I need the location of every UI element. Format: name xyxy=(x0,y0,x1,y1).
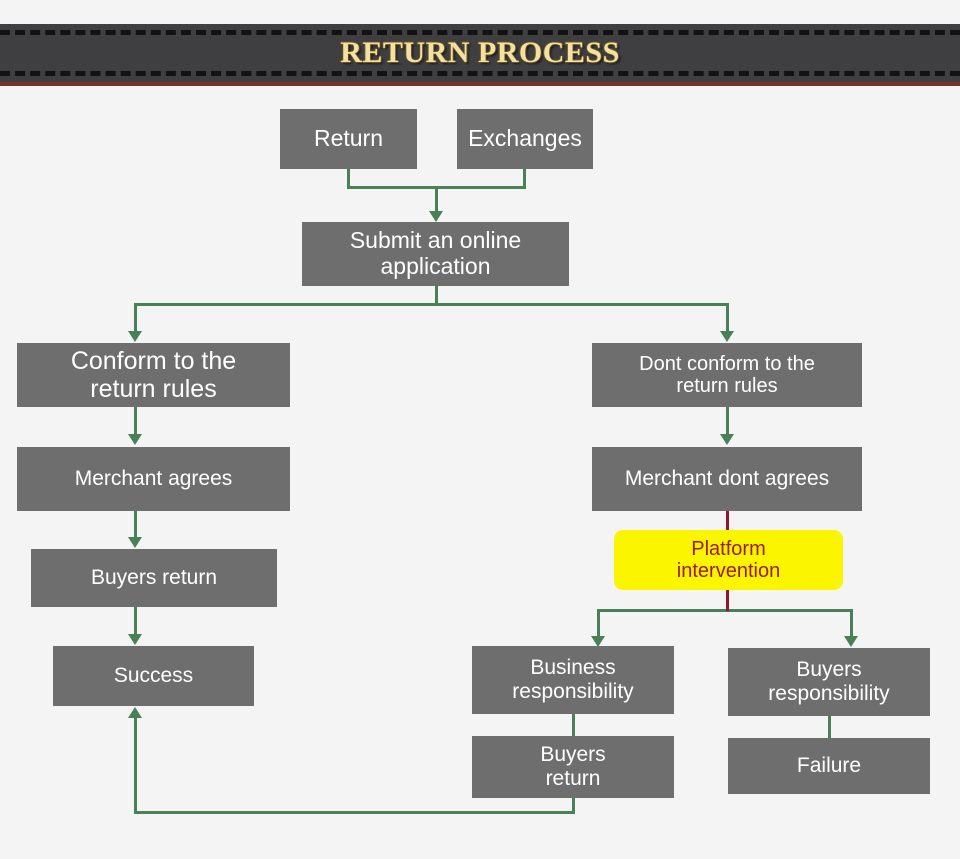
node-return[interactable]: Return xyxy=(280,109,417,169)
node-buyers-return-bottom[interactable]: Buyers return xyxy=(472,736,674,798)
edge-buyers-responsibility-to-failure xyxy=(828,716,831,738)
edge-platform-split-left-drop xyxy=(597,609,600,640)
edge-split-right-drop xyxy=(726,303,729,335)
node-business-responsibility[interactable]: Business responsibility xyxy=(472,646,674,714)
arrow-into-conform xyxy=(128,331,142,342)
edge-merge-to-submit xyxy=(435,186,438,214)
arrow-into-merchant-agrees xyxy=(128,434,142,445)
node-failure[interactable]: Failure xyxy=(728,738,930,794)
edge-split-bar-top xyxy=(134,303,729,306)
edge-loop-down xyxy=(572,798,575,814)
banner-underline xyxy=(0,82,960,86)
arrow-into-business-responsibility xyxy=(591,636,605,647)
banner-dashed-line-top xyxy=(0,30,960,35)
node-buyers-responsibility[interactable]: Buyers responsibility xyxy=(728,648,930,716)
edge-submit-down xyxy=(435,286,438,306)
node-submit-application[interactable]: Submit an online application xyxy=(302,222,569,286)
node-platform-intervention[interactable]: Platform intervention xyxy=(614,530,843,590)
header-banner: RETURN PROCESS xyxy=(0,24,960,86)
edge-loop-bottom xyxy=(134,811,575,814)
edge-split-left-drop xyxy=(134,303,137,335)
edge-exchanges-down xyxy=(523,169,526,187)
edge-merchant-agrees-down xyxy=(134,511,137,540)
arrow-into-merchant-dont-agrees xyxy=(720,434,734,445)
arrow-into-success xyxy=(128,634,142,645)
node-buyers-return[interactable]: Buyers return xyxy=(31,549,277,607)
edge-return-down xyxy=(347,169,350,187)
node-conform-to-return-rules[interactable]: Conform to the return rules xyxy=(17,343,290,407)
node-success[interactable]: Success xyxy=(53,646,254,706)
node-dont-conform-to-return-rules[interactable]: Dont conform to the return rules xyxy=(592,343,862,407)
arrow-into-buyers-responsibility xyxy=(844,636,858,647)
node-merchant-agrees[interactable]: Merchant agrees xyxy=(17,447,290,511)
edge-platform-split-right-drop xyxy=(850,609,853,640)
arrow-loop-into-success xyxy=(128,707,142,718)
banner-dashed-line-bottom xyxy=(0,71,960,76)
arrow-into-submit xyxy=(429,211,443,222)
arrow-into-not-conform xyxy=(720,331,734,342)
edge-buyers-return-down xyxy=(134,607,137,638)
arrow-into-buyers-return xyxy=(128,537,142,548)
node-exchanges[interactable]: Exchanges xyxy=(457,109,593,169)
edge-not-conform-down xyxy=(726,407,729,437)
node-merchant-dont-agrees[interactable]: Merchant dont agrees xyxy=(592,447,862,511)
edge-conform-down xyxy=(134,407,137,437)
page-title: RETURN PROCESS xyxy=(340,36,620,69)
edge-platform-split-bar xyxy=(597,609,853,612)
edge-loop-up xyxy=(134,718,137,812)
edge-business-to-buyers-return xyxy=(572,714,575,738)
